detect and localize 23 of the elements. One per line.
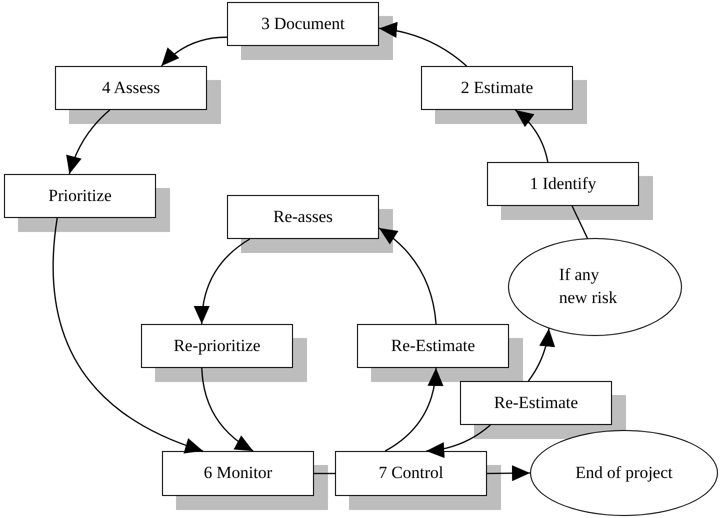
arrow: [378, 227, 437, 324]
arrow: [160, 36, 228, 66]
arrow: [66, 110, 110, 174]
node-label: 1 Identify: [530, 172, 596, 195]
node-label: 4 Assess: [102, 76, 160, 99]
node-label: Re-Estimate: [390, 334, 476, 357]
node-label: 2 Estimate: [460, 76, 534, 99]
arrow: [487, 465, 530, 482]
node-label: 7 Control: [378, 462, 444, 484]
node-label: If any new risk: [559, 264, 618, 309]
arrow: [384, 368, 444, 452]
arrow: [194, 238, 250, 324]
node-label: Re-Estimate: [494, 392, 578, 414]
node-label: Re-prioritize: [174, 334, 260, 357]
arrow: [426, 424, 491, 458]
node-label: 6 Monitor: [204, 462, 272, 484]
arrow: [201, 368, 254, 452]
node-label: Prioritize: [48, 184, 112, 207]
arrow: [514, 109, 548, 162]
node-label: End of project: [575, 462, 673, 484]
arrow: [378, 22, 468, 66]
node-label: Re-asses: [273, 206, 333, 228]
node-label: 3 Document: [261, 12, 345, 35]
